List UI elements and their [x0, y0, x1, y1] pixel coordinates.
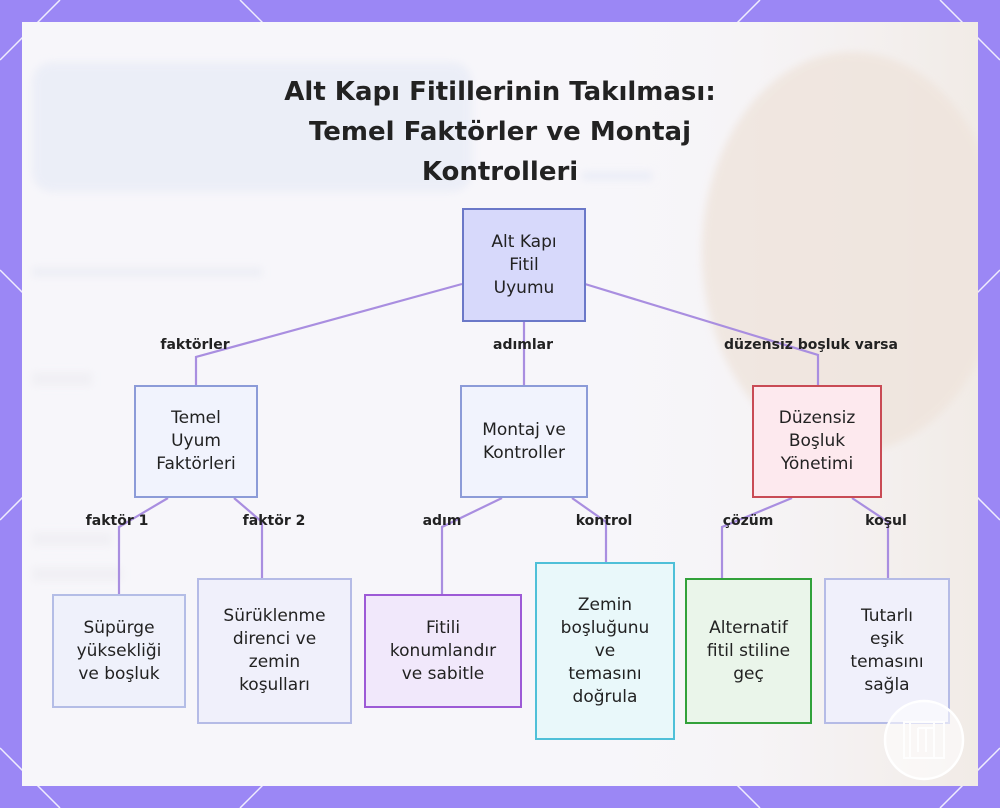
watermark-logo-icon: [883, 699, 965, 781]
edge-root-core: [194, 282, 463, 385]
node-sweep-height-label: Süpürge yüksekliği ve boşluk: [76, 617, 162, 684]
node-alt-style: Alternatif fitil stiline geç: [685, 578, 812, 724]
edge-label-factor1: faktör 1: [85, 513, 149, 529]
edge-label-solution: çözüm: [722, 513, 774, 529]
edge-irregular-threshold: [851, 497, 890, 578]
edge-label-if-irregular: düzensiz boşluk varsa: [724, 337, 898, 353]
edge-irregular-alt: [720, 496, 793, 578]
edge-install-position: [440, 497, 503, 594]
title-line-2: Temel Faktörler ve Montaj: [309, 117, 691, 147]
edge-label-check: kontrol: [575, 513, 633, 529]
edge-root-irregular: [584, 282, 820, 385]
diagram-title: Alt Kapı Fitillerinin Takılması: Temel F…: [22, 72, 978, 192]
node-root-label: Alt Kapı Fitil Uyumu: [491, 231, 557, 298]
node-sweep-height: Süpürge yüksekliği ve boşluk: [52, 594, 186, 708]
node-irregular-gap-label: Düzensiz Boşluk Yönetimi: [778, 408, 856, 474]
node-position-secure: Fitili konumlandır ve sabitle: [364, 594, 522, 708]
title-line-3: Kontrolleri: [421, 157, 579, 187]
edge-core-drag: [233, 497, 264, 578]
edge-install-verify: [571, 497, 608, 562]
node-position-secure-label: Fitili konumlandır ve sabitle: [389, 617, 497, 684]
edge-label-factors: faktörler: [160, 337, 230, 353]
node-drag-resistance-label: Sürüklenme direnci ve zemin koşulları: [223, 606, 326, 695]
node-verify-contact-label: Zemin boşluğunu ve temasını doğrula: [560, 594, 650, 707]
edge-label-steps: adımlar: [492, 337, 554, 353]
title-line-1: Alt Kapı Fitillerinin Takılması:: [284, 77, 716, 107]
node-root: Alt Kapı Fitil Uyumu: [462, 208, 586, 322]
diagram-connectors: [117, 282, 890, 594]
node-irregular-gap: Düzensiz Boşluk Yönetimi: [752, 385, 882, 498]
node-drag-resistance: Sürüklenme direnci ve zemin koşulları: [197, 578, 352, 724]
node-core-factors: Temel Uyum Faktörleri: [134, 385, 258, 498]
node-threshold-label: Tutarlı eşik temasını sağla: [850, 606, 924, 695]
edge-core-sweep: [117, 497, 169, 594]
diagram-card: Alt Kapı Fitillerinin Takılması: Temel F…: [22, 22, 978, 786]
node-install-checks-label: Montaj ve Kontroller: [482, 419, 566, 463]
node-install-checks: Montaj ve Kontroller: [460, 385, 588, 498]
node-threshold: Tutarlı eşik temasını sağla: [824, 578, 950, 724]
edge-label-factor2: faktör 2: [242, 513, 306, 529]
node-alt-style-label: Alternatif fitil stiline geç: [706, 617, 791, 684]
node-verify-contact: Zemin boşluğunu ve temasını doğrula: [535, 562, 675, 740]
edge-label-condition: koşul: [865, 513, 907, 529]
node-core-factors-label: Temel Uyum Faktörleri: [156, 408, 236, 474]
edge-label-step: adım: [422, 513, 462, 529]
